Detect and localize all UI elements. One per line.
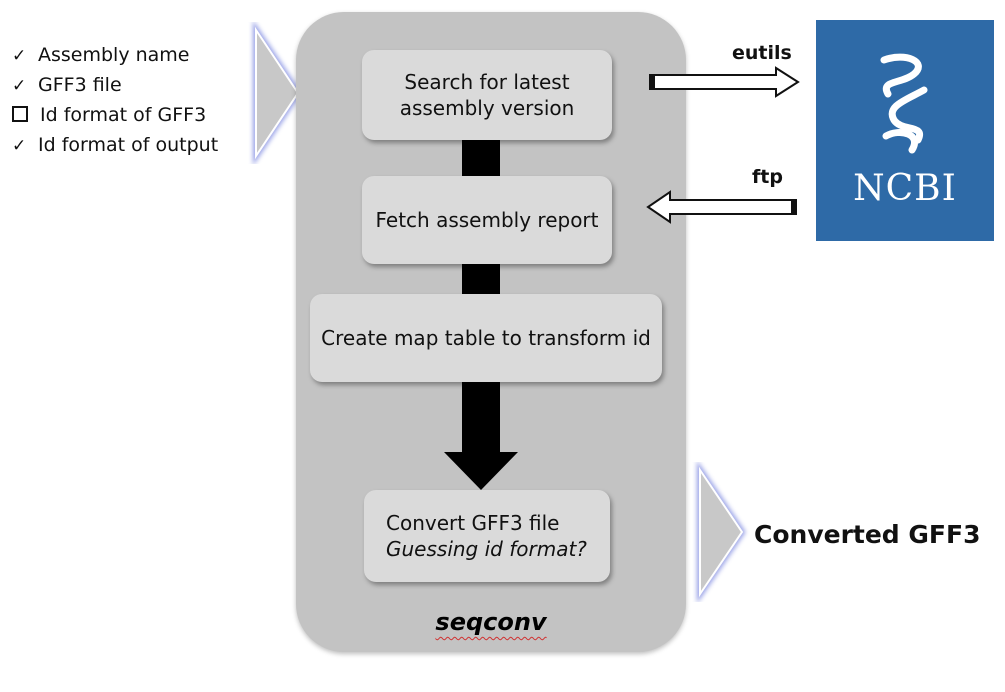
empty-checkbox-icon <box>12 106 28 122</box>
tool-name: seqconv <box>435 608 547 636</box>
input-checklist: ✓ Assembly name ✓ GFF3 file Id format of G… <box>12 40 252 160</box>
step-label-line2: assembly version <box>399 96 575 120</box>
ncbi-wordmark: NCBI <box>853 168 957 209</box>
checklist-item-label: Assembly name <box>38 44 190 66</box>
step-label-line1: Search for latest <box>404 70 570 94</box>
checkmark-icon: ✓ <box>12 136 27 156</box>
helix-icon <box>880 53 928 154</box>
ncbi-logo: NCBI <box>816 20 994 241</box>
checklist-item-id-format-output: ✓ Id format of output <box>12 130 252 160</box>
checklist-item-assembly-name: ✓ Assembly name <box>12 40 252 70</box>
step-create-map-table: Create map table to transform id <box>310 294 662 382</box>
input-chevron-icon <box>253 22 302 164</box>
checkmark-icon: ✓ <box>12 46 27 66</box>
step-search-assembly: Search for latest assembly version <box>362 50 612 140</box>
checklist-item-id-format-gff3: Id format of GFF3 <box>12 100 252 130</box>
ftp-label: ftp <box>752 166 783 188</box>
checkmark-icon: ✓ <box>12 76 27 96</box>
checklist-item-label: Id format of GFF3 <box>40 104 207 126</box>
flow-connector <box>462 382 500 454</box>
step-label-line2: Guessing id format? <box>386 537 587 561</box>
output-chevron-icon <box>697 462 746 602</box>
step-convert-gff3: Convert GFF3 file Guessing id format? <box>364 490 610 582</box>
eutils-arrow-icon <box>649 66 800 98</box>
checklist-item-label: Id format of output <box>38 134 219 156</box>
down-arrow-icon <box>444 452 518 490</box>
seqconv-panel: Search for latest assembly version Fetch… <box>296 12 686 652</box>
output-label: Converted GFF3 <box>754 520 981 549</box>
step-fetch-report: Fetch assembly report <box>362 176 612 264</box>
eutils-label: eutils <box>732 42 792 64</box>
step-label: Create map table to transform id <box>321 326 651 350</box>
checklist-item-label: GFF3 file <box>38 74 122 96</box>
checklist-item-gff3-file: ✓ GFF3 file <box>12 70 252 100</box>
ftp-arrow-icon <box>646 190 797 224</box>
step-label-line1: Convert GFF3 file <box>386 511 560 535</box>
step-label: Fetch assembly report <box>375 208 599 232</box>
